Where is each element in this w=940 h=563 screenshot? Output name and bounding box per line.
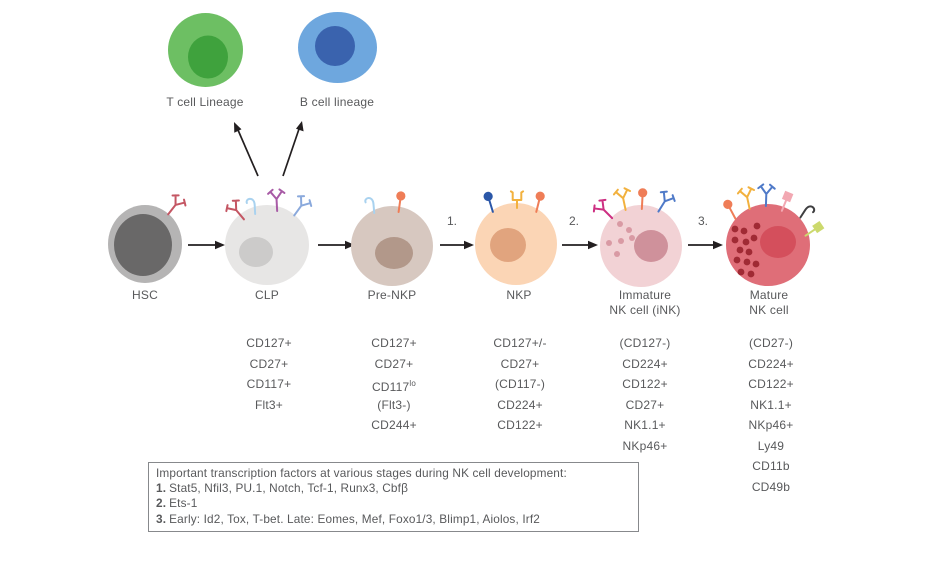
b-cell-lineage-label: B cell lineage [299,95,375,109]
tf-step-number: 2. [156,496,167,511]
granules [731,222,761,278]
marker-item: NKp46+ [622,438,668,453]
tf-step-text: Early: Id2, Tox, T-bet. Late: Eomes, Mef… [169,511,540,526]
step-label-2: 2. [568,214,580,228]
marker-item: CD27+ [500,356,540,371]
tf-step-number: 3. [156,511,167,526]
marker-item: CD127+ [246,336,292,350]
tf-step-number: 1. [156,481,167,496]
stage-label-hsc: HSC [132,288,158,303]
marker-item: CD27+ [249,356,289,371]
marker-item: Flt3+ [254,397,283,412]
immature-nk-cell [590,186,682,287]
marker-item: CD49b [751,479,791,494]
marker-item: CD117+ [246,377,292,391]
marker-item: CD127+ [371,336,417,350]
tf-box-title: Important transcription factors at vario… [156,466,567,480]
marker-item: NK1.1+ [624,418,666,432]
arrow-nkp-to-ink [562,240,598,250]
stage-name: Immature [618,288,672,302]
tf-box-line-2: 2.Ets-1 [156,496,631,511]
marker-item: CD27+ [374,356,414,371]
marker-item: CD224+ [622,356,668,371]
arrow-hsc-to-clp [188,240,225,250]
arrow-prenkp-to-nkp [440,240,474,250]
b-cell-lineage-cell [298,12,377,83]
arrow-ink-to-mature [688,240,723,250]
marker-item: CD11b [752,459,790,473]
marker-item: CD27+ [625,397,665,412]
step-label-3: 3. [697,214,709,228]
stage-label-nkp: NKP [506,288,531,303]
cell-nucleus [315,26,355,66]
marker-item: CD224+ [748,356,794,371]
hook-receptor-icon [799,203,817,223]
tf-step-text: Ets-1 [169,496,198,511]
transcription-factors-box: Important transcription factors at vario… [148,462,639,532]
cell-nucleus [114,214,172,276]
marker-item: Ly49 [757,438,785,453]
marker-item: CD122+ [748,377,794,391]
marker-list-clp: CD127+ CD27+ CD117+ Flt3+ [246,333,292,415]
marker-item: (Flt3-) [377,397,411,412]
stage-label-mature-nk: Mature NK cell [749,288,788,318]
stage-name: Mature [749,288,789,302]
arrow-clp-to-b-lineage [282,121,304,177]
marker-item: (CD117-) [494,377,546,391]
antibody-receptor-icon [756,183,776,208]
step-label-1: 1. [446,214,458,228]
stage-name: CLP [255,288,279,302]
marker-item: CD224+ [497,397,543,412]
tf-box-line-3: 3.Early: Id2, Tox, T-bet. Late: Eomes, M… [156,512,631,527]
stage-name-line2: NK cell [749,303,789,317]
marker-item: (CD127-) [619,336,671,350]
clp-cell [222,188,315,285]
tf-box-line-1: 1.Stat5, Nfil3, PU.1, Notch, Tcf-1, Runx… [156,481,631,496]
tf-step-text: Stat5, Nfil3, PU.1, Notch, Tcf-1, Runx3,… [169,481,409,496]
cell-nucleus [239,237,273,267]
cell-nucleus [490,228,526,262]
granules [606,221,635,257]
marker-item: CD127+/- [493,336,547,350]
t-cell-lineage-label: T cell Lineage [166,95,244,109]
cell-nucleus [760,226,796,258]
marker-item: CD244+ [371,418,417,432]
stage-name-line2: NK cell (iNK) [609,303,681,317]
marker-item: NK1.1+ [750,397,792,412]
pre-nkp-cell [351,189,433,286]
stage-name: HSC [132,288,158,302]
cell-nucleus [634,230,668,262]
mature-nk-cell [720,183,826,286]
marker-item: (CD27-) [748,336,794,350]
marker-list-nkp: CD127+/- CD27+ (CD117-) CD224+ CD122+ [493,333,546,436]
lollipop-receptor-icon [720,197,741,222]
stage-name: NKP [506,288,532,302]
marker-superscript: lo [409,379,417,388]
hsc-cell [108,191,189,283]
marker-item: CD122+ [622,377,668,391]
cell-nucleus [375,237,413,269]
stage-label-immature-nk: Immature NK cell (iNK) [609,288,680,318]
marker-item: NKp46+ [748,418,794,432]
marker-list-immature-nk: (CD127-) CD224+ CD122+ CD27+ NK1.1+ NKp4… [620,333,671,456]
stage-name: Pre-NKP [367,288,417,302]
arrow-clp-to-t-lineage [234,122,259,177]
t-cell-lineage-cell [168,13,243,87]
stage-label-pre-nkp: Pre-NKP [368,288,417,303]
marker-item: CD122+ [497,418,543,432]
marker-base: CD117 [371,380,410,394]
marker-list-mature-nk: (CD27-) CD224+ CD122+ NK1.1+ NKp46+ Ly49… [748,333,794,497]
marker-list-pre-nkp: CD127+ CD27+ CD117lo (Flt3-) CD244+ [371,333,417,436]
arrow-clp-to-prenkp [318,240,355,250]
nkp-cell [475,189,557,285]
stage-label-clp: CLP [255,288,279,303]
marker-item: CD117lo [371,374,417,395]
cell-nucleus [188,35,228,79]
